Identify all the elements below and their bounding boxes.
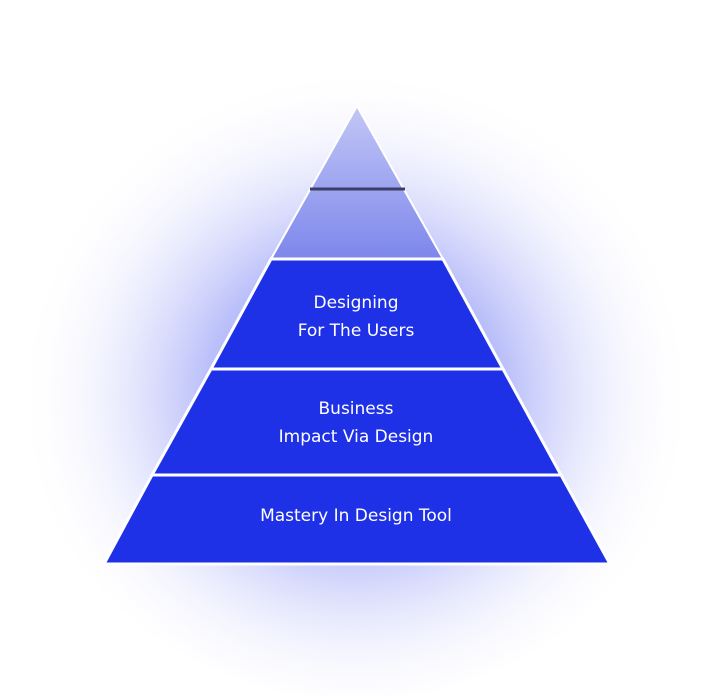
layer-mastery-line-1: Mastery In Design Tool [260, 506, 452, 526]
layer-users-line-2: For The Users [298, 321, 415, 341]
layer-business-line-2: Impact Via Design [279, 427, 434, 447]
pyramid-layer-business [149, 367, 564, 477]
layer-users-line-1: Designing [314, 293, 399, 313]
pyramid-layer-mastery [101, 473, 613, 566]
layer-business-line-1: Business [319, 399, 394, 419]
